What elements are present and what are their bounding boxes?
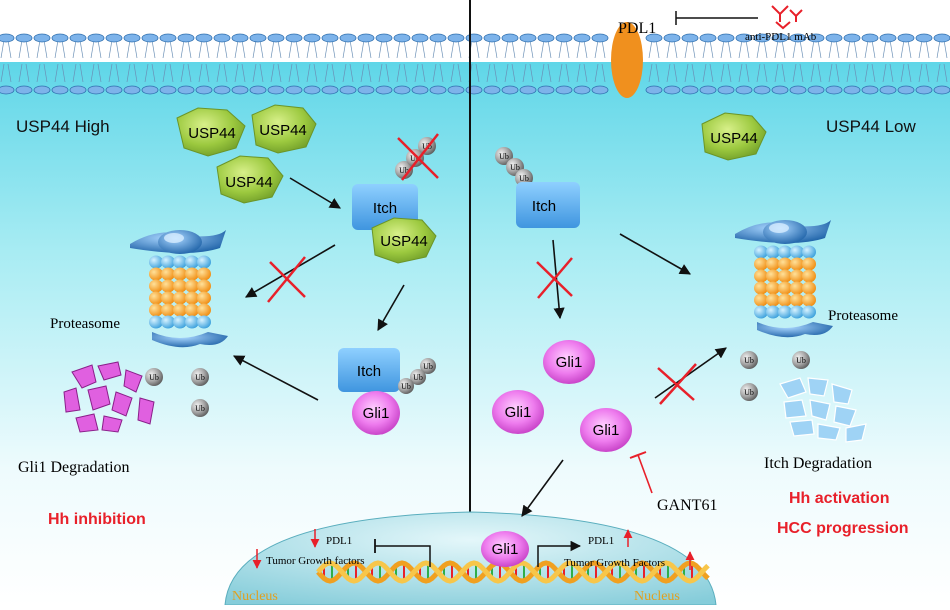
svg-text:Ub: Ub <box>796 356 806 365</box>
antibody-icon <box>771 5 803 30</box>
gli1-fragments <box>63 361 155 433</box>
ubiquitin-chain: Ub Ub Ub <box>495 147 533 187</box>
proteasome-label: Proteasome <box>50 316 120 332</box>
hh-inhibition-label: Hh inhibition <box>48 511 146 528</box>
usp44-protein: USP44 <box>701 112 767 161</box>
repression-line <box>375 545 431 567</box>
nucleus-label-left: Nucleus <box>232 589 278 604</box>
svg-text:Ub: Ub <box>423 362 433 371</box>
svg-text:Ub: Ub <box>149 373 159 382</box>
arrow-itch-to-proteasome <box>619 233 691 275</box>
gant61-inhibition-line <box>637 454 653 494</box>
left-factors-label: Tumor Growth factors <box>266 555 365 567</box>
right-factors-label: Tumor Growth Factors <box>564 557 665 569</box>
arrow-blocked-gli1-to-proteasome <box>654 347 727 399</box>
svg-text:Ub: Ub <box>195 373 205 382</box>
gli1-label: Gli1 <box>556 354 583 371</box>
svg-text:USP44: USP44 <box>225 174 273 191</box>
red-cross-mark <box>397 133 439 181</box>
gli1-label: Gli1 <box>505 404 532 421</box>
gli1-protein <box>352 391 400 435</box>
red-cross-mark <box>536 257 573 299</box>
proteasome <box>130 230 228 348</box>
itch-protein <box>338 348 400 392</box>
proteasome-label: Proteasome <box>828 308 898 324</box>
svg-text:USP44: USP44 <box>380 233 428 250</box>
nucleus-label-right: Nucleus <box>634 589 680 604</box>
arrow-usp44-to-itch <box>289 177 341 209</box>
gant61-label: GANT61 <box>657 497 717 514</box>
svg-text:Ub: Ub <box>744 356 754 365</box>
itch-fragments <box>779 377 867 443</box>
hh-activation-label: Hh activation <box>789 490 889 507</box>
svg-text:Ub: Ub <box>399 166 409 175</box>
svg-text:Ub: Ub <box>510 163 520 172</box>
usp44-protein: USP44 <box>371 217 437 264</box>
antibody-label: anti-PDL1 mAb <box>745 31 817 43</box>
red-cross-mark <box>267 256 306 303</box>
itch-label: Itch <box>532 198 556 215</box>
left-panel-title: USP44 High <box>16 117 110 136</box>
left-pdl1-label: PDL1 <box>326 535 352 547</box>
gli1-nuclear-label: Gli1 <box>492 541 519 558</box>
usp44-protein: USP44 <box>251 104 317 154</box>
ubiquitin-free: Ub Ub Ub <box>740 351 810 401</box>
arrow-to-proteasome <box>233 355 319 401</box>
gli1-protein <box>580 408 632 452</box>
arrow-blocked-to-proteasome <box>245 244 336 298</box>
arrow-gli1-to-nucleus <box>521 459 564 517</box>
svg-text:Ub: Ub <box>413 373 423 382</box>
gli1-label: Gli1 <box>363 405 390 422</box>
activation-arrow <box>537 540 582 567</box>
arrow-to-itch-gli1-complex <box>377 284 405 331</box>
svg-text:USP44: USP44 <box>259 122 307 139</box>
svg-text:Ub: Ub <box>401 382 411 391</box>
pdl1-receptor <box>611 22 643 98</box>
itch-protein <box>516 182 580 228</box>
dna-helix <box>316 560 710 584</box>
pdl1-membrane-label: PDL1 <box>618 20 656 37</box>
usp44-protein: USP44 <box>176 107 246 157</box>
svg-text:Ub: Ub <box>410 154 420 163</box>
gli1-protein-nuclear <box>481 531 529 567</box>
itch-label: Itch <box>357 363 381 380</box>
svg-text:Ub: Ub <box>519 174 529 183</box>
right-panel-title: USP44 Low <box>826 117 916 136</box>
arrow-blocked-itch-to-gli1 <box>552 239 565 320</box>
right-pdl1-label: PDL1 <box>588 535 614 547</box>
gant61-inhibition-bar <box>629 451 647 459</box>
hcc-progression-label: HCC progression <box>777 520 909 537</box>
ubiquitin-free: Ub Ub Ub <box>145 368 209 417</box>
gli1-protein <box>543 340 595 384</box>
gli1-protein <box>492 390 544 434</box>
svg-text:USP44: USP44 <box>710 130 758 147</box>
svg-text:USP44: USP44 <box>188 125 236 142</box>
svg-text:Ub: Ub <box>499 152 509 161</box>
itch-label: Itch <box>373 200 397 217</box>
cell-membrane <box>0 33 950 95</box>
red-cross-mark <box>657 363 697 405</box>
usp44-protein: USP44 <box>216 155 284 204</box>
proteasome <box>735 220 833 338</box>
itch-degradation-label: Itch Degradation <box>764 455 872 472</box>
svg-text:Ub: Ub <box>195 404 205 413</box>
gli1-label: Gli1 <box>593 422 620 439</box>
ubiquitin-chain: Ub Ub Ub <box>398 358 436 394</box>
svg-text:Ub: Ub <box>744 388 754 397</box>
gli1-degradation-label: Gli1 Degradation <box>18 459 130 476</box>
